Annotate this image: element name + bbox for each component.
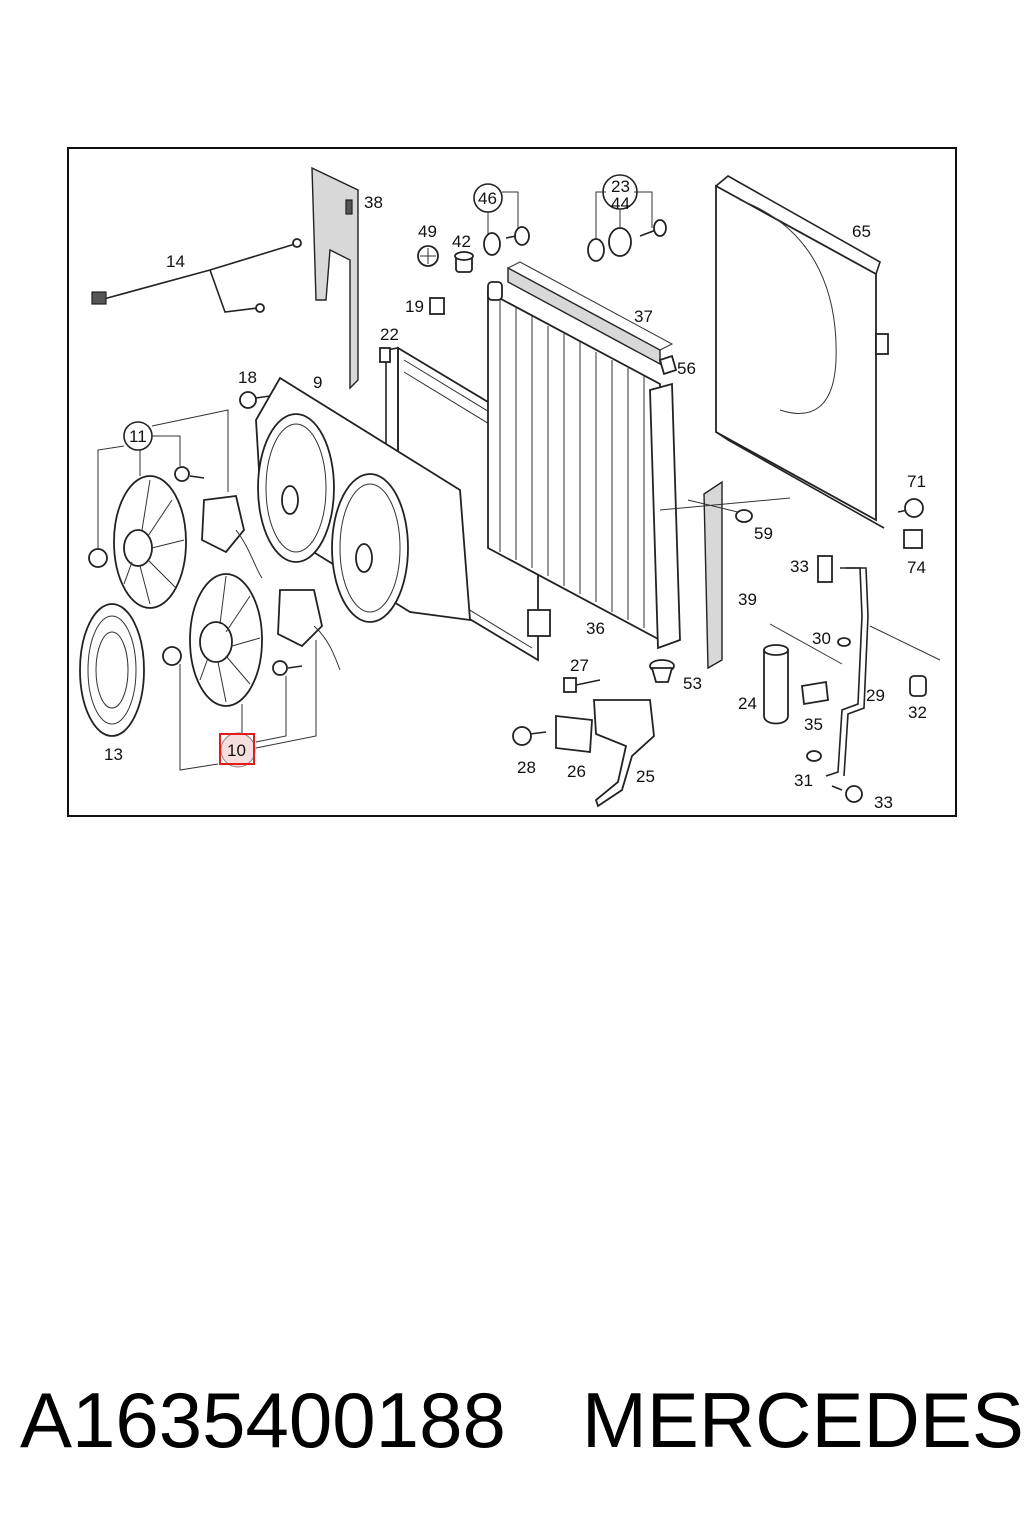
part-13-fan-guard[interactable] bbox=[79, 603, 145, 737]
part-31-oring[interactable] bbox=[806, 750, 822, 762]
label-33-bottom: 33 bbox=[874, 793, 893, 812]
label-74: 74 bbox=[907, 558, 926, 577]
part-11-nut[interactable] bbox=[88, 548, 108, 568]
part-11-fan-left[interactable] bbox=[113, 475, 187, 609]
label-18: 18 bbox=[238, 368, 257, 387]
part-74-clip[interactable] bbox=[903, 529, 923, 549]
label-37: 37 bbox=[634, 307, 653, 326]
label-19: 19 bbox=[405, 297, 424, 316]
label-22: 22 bbox=[380, 325, 399, 344]
part-33-top-bolt[interactable] bbox=[817, 555, 833, 583]
part-65-fan-shroud[interactable] bbox=[715, 175, 889, 529]
callout-46 bbox=[473, 183, 519, 236]
part-56-clip[interactable] bbox=[658, 354, 678, 376]
label-56: 56 bbox=[677, 359, 696, 378]
radiator-core[interactable] bbox=[487, 281, 681, 650]
part-33-bottom-bolt[interactable] bbox=[831, 785, 863, 803]
part-14-wiring-harness[interactable] bbox=[91, 238, 302, 313]
label-11: 11 bbox=[129, 427, 147, 446]
label-42: 42 bbox=[452, 232, 471, 251]
label-65: 65 bbox=[852, 222, 871, 241]
part-30-oring[interactable] bbox=[769, 623, 851, 665]
brand-name: MERCEDES bbox=[581, 1375, 1024, 1464]
callout-23-44 bbox=[595, 174, 653, 242]
label-35: 35 bbox=[804, 715, 823, 734]
part-29-refrigerant-line[interactable] bbox=[825, 567, 869, 777]
label-27: 27 bbox=[570, 656, 589, 675]
label-33-top: 33 bbox=[790, 557, 809, 576]
part-number: A1635400188 bbox=[20, 1375, 506, 1464]
label-25: 25 bbox=[636, 767, 655, 786]
part-10-fan-right[interactable] bbox=[189, 573, 263, 707]
part-46-fastener[interactable] bbox=[483, 226, 530, 256]
label-30: 30 bbox=[812, 629, 831, 648]
part-49-clip[interactable] bbox=[417, 245, 439, 267]
part-11-screw[interactable] bbox=[174, 466, 205, 482]
label-23: 23 bbox=[611, 177, 630, 196]
part-38-bracket[interactable] bbox=[311, 166, 359, 390]
part-37-seal-strip[interactable] bbox=[507, 261, 674, 366]
label-28: 28 bbox=[517, 758, 536, 777]
part-71-bolt[interactable] bbox=[897, 498, 924, 518]
part-18-bolt[interactable] bbox=[239, 391, 271, 409]
part-10-screw[interactable] bbox=[272, 660, 303, 676]
label-36: 36 bbox=[586, 619, 605, 638]
part-28-bolt[interactable] bbox=[512, 726, 547, 746]
part-10-nut[interactable] bbox=[162, 646, 182, 666]
part-9-fan-housing[interactable] bbox=[255, 376, 471, 623]
part-22-bracket[interactable] bbox=[379, 347, 391, 363]
diagram-frame bbox=[67, 147, 957, 817]
part-23-44-fasteners[interactable] bbox=[587, 219, 667, 262]
label-29: 29 bbox=[866, 686, 885, 705]
part-32-nut[interactable] bbox=[869, 625, 941, 697]
part-53-grommet[interactable] bbox=[649, 659, 675, 683]
highlight-box-10 bbox=[219, 733, 255, 765]
part-25-bracket[interactable] bbox=[593, 699, 655, 808]
callout-11 bbox=[97, 409, 229, 548]
label-31: 31 bbox=[794, 771, 813, 790]
label-53: 53 bbox=[683, 674, 702, 693]
part-59-rivet[interactable] bbox=[659, 497, 791, 523]
part-27-bolt[interactable] bbox=[563, 677, 601, 693]
label-13: 13 bbox=[104, 745, 123, 764]
part-35-clamp[interactable] bbox=[801, 680, 829, 706]
label-39: 39 bbox=[738, 590, 757, 609]
label-49: 49 bbox=[418, 222, 437, 241]
part-26-bracket[interactable] bbox=[555, 714, 593, 754]
label-59: 59 bbox=[754, 524, 773, 543]
label-38: 38 bbox=[364, 193, 383, 212]
label-14: 14 bbox=[166, 252, 185, 271]
part-24-receiver-dryer[interactable] bbox=[763, 644, 789, 725]
part-42-grommet[interactable] bbox=[454, 251, 474, 273]
label-10[interactable]: 10 bbox=[227, 741, 246, 760]
label-46: 46 bbox=[478, 189, 497, 208]
label-24: 24 bbox=[738, 694, 757, 713]
part-10-motor[interactable] bbox=[277, 589, 341, 671]
label-9: 9 bbox=[313, 373, 322, 392]
footer-caption: A1635400188 MERCEDES bbox=[20, 1370, 1024, 1470]
label-26: 26 bbox=[567, 762, 586, 781]
part-11-motor-left[interactable] bbox=[201, 495, 263, 579]
part-39-bracket[interactable] bbox=[703, 480, 723, 670]
label-44: 44 bbox=[611, 194, 630, 213]
label-71: 71 bbox=[907, 472, 926, 491]
label-32: 32 bbox=[908, 703, 927, 722]
part-19-clip[interactable] bbox=[429, 297, 445, 315]
